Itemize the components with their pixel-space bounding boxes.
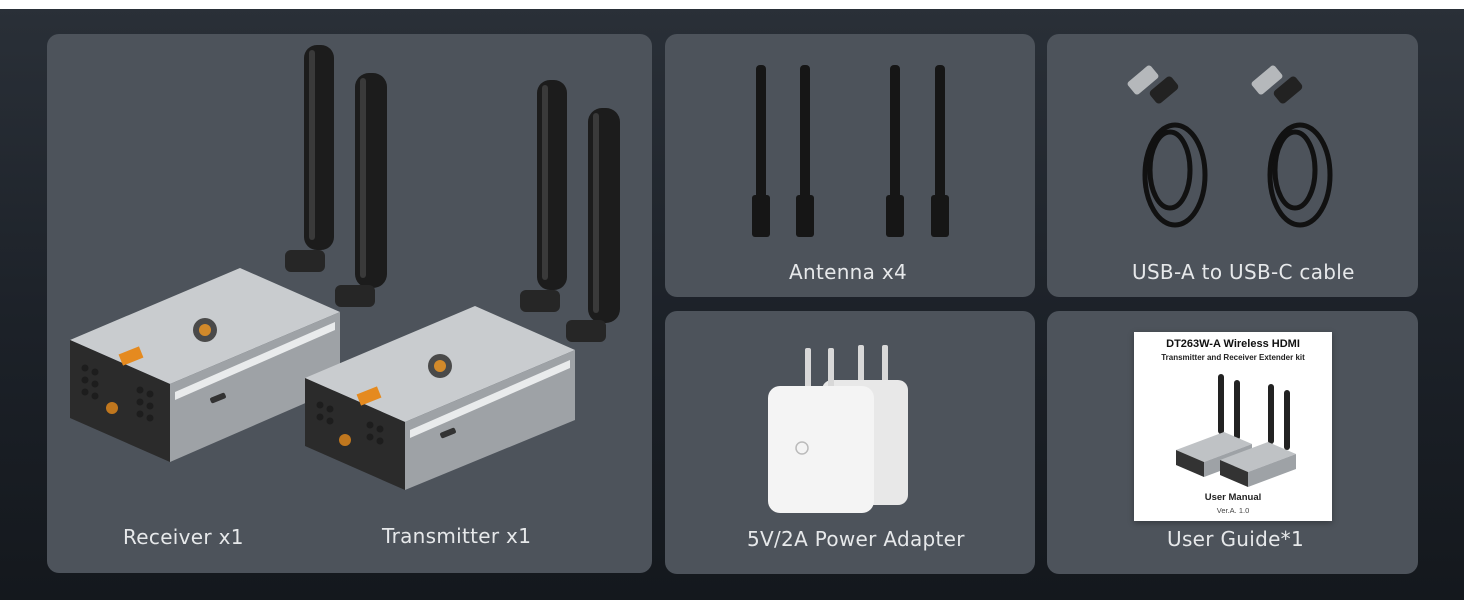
manual-footer: User Manual	[1204, 492, 1262, 503]
user-manual-cover: DT263W-A Wireless HDMI Transmitter and R…	[1134, 332, 1332, 521]
adapter-label: 5V/2A Power Adapter	[747, 527, 965, 551]
transmitter-device-icon	[305, 306, 575, 490]
receiver-device-icon	[70, 268, 340, 462]
transmitter-antenna-icon	[520, 80, 620, 342]
antenna-label: Antenna x4	[789, 260, 908, 284]
manual-device-image	[1176, 374, 1296, 487]
manual-subtitle: Transmitter and Receiver Extender kit	[1161, 353, 1305, 362]
cable-panel	[1047, 34, 1418, 297]
receiver-antenna-icon	[285, 45, 387, 307]
guide-label: User Guide*1	[1167, 527, 1304, 551]
antenna-panel	[665, 34, 1035, 297]
cable-label: USB-A to USB-C cable	[1132, 260, 1355, 284]
manual-version: Ver.A. 1.0	[1216, 506, 1250, 515]
manual-title: DT263W-A Wireless HDMI	[1166, 338, 1300, 350]
top-strip	[0, 0, 1464, 9]
receiver-label: Receiver x1	[123, 525, 244, 549]
transmitter-label: Transmitter x1	[382, 524, 532, 548]
